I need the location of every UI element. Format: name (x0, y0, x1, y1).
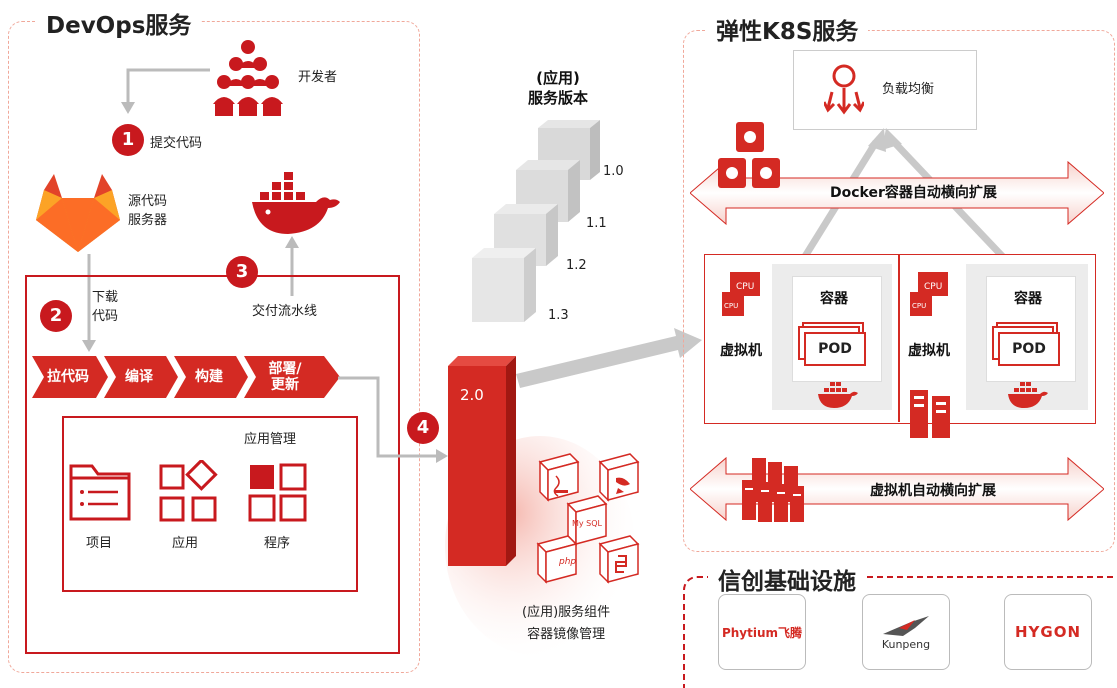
version-1-0: 1.0 (603, 164, 624, 179)
container-1-label: 容器 (820, 291, 848, 307)
step-3-label: 交付流水线 (252, 304, 318, 319)
vm-1-label: 虚拟机 (720, 343, 762, 359)
cpu-icon-1: CPU CPU (722, 272, 760, 316)
server-cluster-icon (742, 458, 804, 522)
apps-icon (159, 460, 218, 522)
svg-text:My SQL: My SQL (572, 519, 603, 528)
commit-arrow (121, 68, 210, 114)
load-balancer-label: 负载均衡 (882, 82, 935, 97)
source-server-line1: 源代码 (128, 194, 168, 209)
app-mgmt-title: 应用管理 (244, 432, 297, 447)
app-item-program: 程序 (264, 536, 291, 551)
download-arrow (82, 254, 96, 352)
versions-title: (应用) 服务版本 (528, 68, 588, 108)
infra-title: 信创基础设施 (708, 562, 866, 596)
vm-scale-band (690, 456, 1104, 522)
load-balancer-icon (824, 64, 864, 115)
delivery-arrow (285, 236, 299, 296)
kubernetes-cubes-icon (718, 122, 780, 188)
developers-icon (213, 40, 283, 116)
gitlab-icon (36, 174, 120, 252)
vendor-hygon: HYGON (1004, 594, 1092, 670)
deploy-arrow (338, 376, 448, 463)
svg-text:CPU: CPU (736, 282, 754, 292)
pipeline-step-build: 构建 (195, 369, 223, 385)
current-version-label: 2.0 (460, 386, 484, 404)
vendor-phytium: Phytium飞腾 (718, 594, 806, 670)
version-1-1: 1.1 (586, 216, 607, 231)
project-icon (69, 464, 131, 521)
components-label: (应用)服务组件 容器镜像管理 (522, 602, 610, 646)
docker-icon (248, 172, 340, 234)
docker-icon-vm1 (818, 382, 858, 408)
svg-text:CPU: CPU (724, 302, 738, 310)
kunpeng-logo-text: Kunpeng (881, 637, 931, 651)
pipeline-step-pull: 拉代码 (47, 369, 89, 385)
k8s-title: 弹性K8S服务 (706, 12, 869, 46)
step-2-line2: 代码 (92, 309, 119, 324)
step-1-label: 提交代码 (150, 136, 203, 151)
docker-icon-vm2 (1008, 382, 1048, 408)
svg-text:CPU: CPU (924, 282, 942, 292)
app-item-app: 应用 (172, 536, 199, 551)
step-2-label: 下载 代码 (92, 288, 118, 326)
k8s-panel (683, 30, 1115, 552)
container-2-label: 容器 (1014, 291, 1042, 307)
source-server-label: 源代码 服务器 (128, 192, 167, 230)
devops-panel (8, 21, 420, 673)
version-cubes (472, 120, 600, 322)
hygon-logo-text: HYGON (1014, 623, 1082, 641)
pod-1: POD (804, 332, 866, 366)
deploy-to-k8s-arrow (516, 328, 702, 388)
step-1-badge: 1 (112, 124, 144, 156)
step-3-badge: 3 (226, 256, 258, 288)
devops-title: DevOps服务 (36, 6, 202, 40)
kunpeng-bird-icon (883, 615, 929, 636)
server-rack-icon (910, 390, 950, 438)
versions-title-line2: 服务版本 (528, 89, 589, 107)
infra-panel (683, 576, 1117, 688)
pod-2: POD (998, 332, 1060, 366)
cpu-icon-2: CPU CPU (910, 272, 948, 316)
current-version-block (445, 356, 635, 656)
load-balancer-box (793, 50, 977, 130)
step-4-badge: 4 (407, 412, 439, 444)
pipeline-chevrons (32, 356, 340, 398)
components-line2: 容器镜像管理 (527, 627, 606, 642)
version-1-2: 1.2 (566, 258, 587, 273)
svg-text:CPU: CPU (912, 302, 926, 310)
pipeline-frame (25, 275, 400, 654)
pipeline-step-deploy: 部署/更新 (268, 361, 302, 393)
source-server-line2: 服务器 (128, 213, 168, 228)
step-2-badge: 2 (40, 300, 72, 332)
vendor-kunpeng: Kunpeng (862, 594, 950, 670)
vm-2-label: 虚拟机 (908, 343, 950, 359)
vm-divider (898, 254, 900, 422)
docker-scale-label: Docker容器自动横向扩展 (830, 185, 997, 201)
developers-label: 开发者 (298, 70, 338, 85)
version-1-3: 1.3 (548, 308, 569, 323)
pipeline-step-compile: 编译 (125, 369, 153, 385)
programs-icon (248, 463, 307, 522)
versions-title-line1: (应用) (536, 69, 580, 87)
app-item-project: 项目 (86, 536, 113, 551)
phytium-logo-text: Phytium飞腾 (721, 625, 803, 640)
vm-scale-label: 虚拟机自动横向扩展 (870, 483, 996, 499)
components-line1: (应用)服务组件 (522, 605, 611, 620)
step-2-line1: 下载 (92, 290, 119, 305)
svg-text:php: php (558, 557, 576, 567)
component-icons: php My SQL (536, 453, 640, 584)
